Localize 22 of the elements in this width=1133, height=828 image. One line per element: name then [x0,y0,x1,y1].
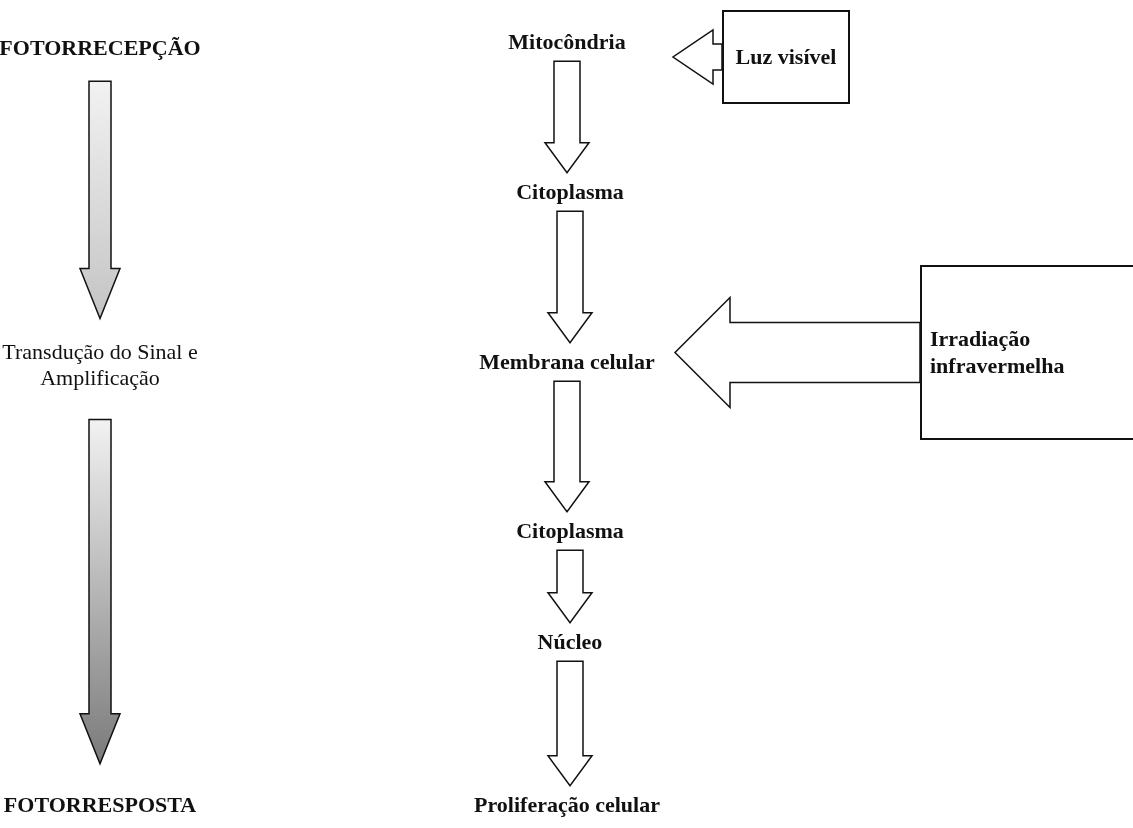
block-arrow [543,60,591,175]
stage-label: Membrana celular [467,348,667,376]
label-box [722,10,850,104]
block-arrow [78,80,122,321]
box-label: Luz visível [735,43,837,71]
stage-label: Citoplasma [470,517,670,545]
stage-label: Transdução do Sinal e Amplificação [0,338,200,392]
block-arrow [546,549,594,625]
block-arrow [543,380,591,514]
block-arrow [78,418,122,766]
stage-label: Proliferação celular [417,791,717,819]
label-box [920,265,1133,440]
stage-label: Citoplasma [470,178,670,206]
block-arrow [671,28,723,86]
block-arrow [673,295,921,410]
block-arrow [546,210,594,345]
stage-label: Núcleo [470,628,670,656]
stage-label: Mitocôndria [467,28,667,56]
block-arrow [546,660,594,788]
box-label: Irradiação infravermelha [930,326,1066,379]
stage-label: FOTORRESPOSTA [0,791,230,819]
stage-label: FOTORRECEPÇÃO [0,34,230,62]
